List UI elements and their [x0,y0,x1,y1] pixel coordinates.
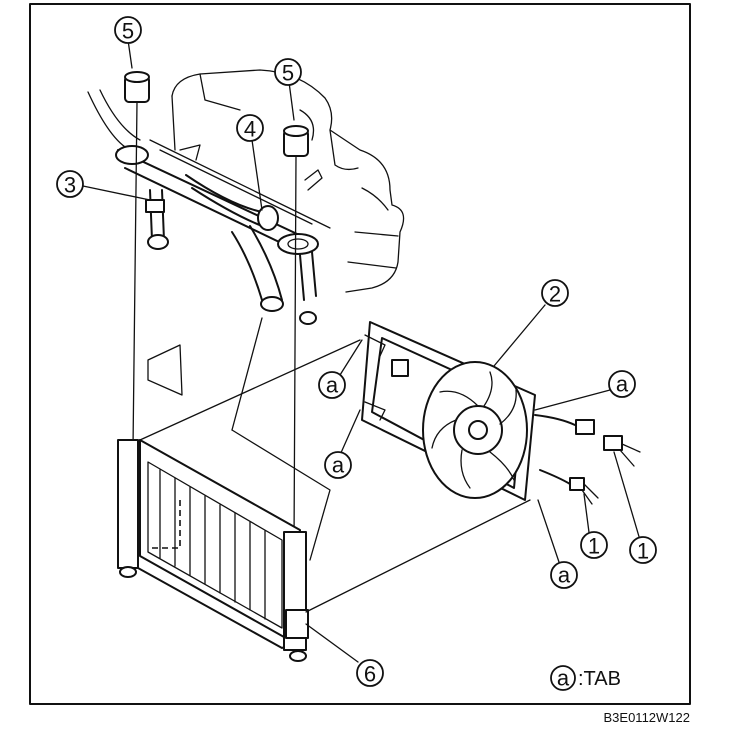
hose-route-line [231,317,263,431]
callout-2-label: 2 [549,282,561,307]
thermostat-housing [277,233,319,325]
guide-line-top [139,339,361,441]
callout-tab-1-label: a [326,373,339,398]
callout-3-label: 3 [64,173,76,198]
callout-tab-3-label: a [332,453,345,478]
callout-4: 4 [236,114,264,142]
radiator [117,439,309,662]
callout-tab-2: a [608,370,636,398]
callout-tab-3: a [324,451,352,479]
mount-bushing-left [124,71,150,449]
callout-1-right: 1 [629,536,657,564]
figure-frame [29,3,691,705]
callout-3: 3 [56,170,84,198]
cooling-fan-shroud [361,321,536,501]
callout-tab-2-label: a [616,372,629,397]
route-line [231,429,331,561]
legend-symbol: a [557,666,570,691]
legend-text: :TAB [578,668,621,690]
figure-code: B3E0112W122 [604,710,691,725]
fan-connectors [534,414,641,505]
callout-5-left: 5 [114,16,142,44]
guide-line-bottom [305,499,531,613]
callout-5-right: 5 [274,58,302,86]
lower-hose-4 [231,225,284,312]
upper-hose-assembly [115,139,331,253]
callout-1-right-label: 1 [637,539,649,564]
callout-4-label: 4 [244,117,256,142]
callout-tab-4-label: a [558,563,571,588]
callout-5-right-label: 5 [282,61,294,86]
callout-5-left-label: 5 [122,19,134,44]
callout-tab-4: a [550,561,578,589]
route-outline [147,344,183,396]
callout-2: 2 [541,279,569,307]
callout-1-left-label: 1 [588,534,600,559]
callout-tab-1: a [318,371,346,399]
bracket-3 [145,189,169,250]
callout-6-label: 6 [364,662,376,687]
mount-bushing-right [283,125,309,545]
callout-1-left: 1 [580,531,608,559]
legend: a :TAB [550,665,621,691]
callout-6: 6 [356,659,384,687]
